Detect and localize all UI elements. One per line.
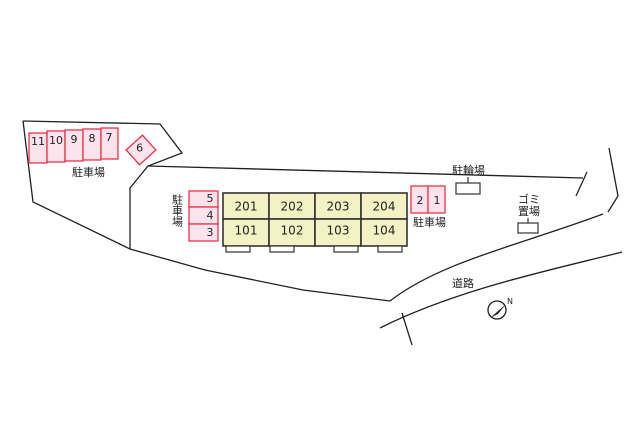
boundary-left-lot [22, 120, 391, 302]
unit-103: 103 [314, 218, 362, 247]
unit-203: 203 [314, 192, 362, 220]
parking-space-number: 7 [106, 131, 113, 144]
parking-space-number: 8 [89, 132, 96, 145]
unit-number: 202 [281, 200, 304, 214]
parking-space-9: 9 [64, 129, 84, 162]
bicycle-parking-label: 駐輪場 [452, 163, 485, 177]
parking-space-6: 6 [125, 134, 157, 166]
parking-space-2: 2 [410, 185, 429, 214]
parking-space-number: 9 [71, 133, 78, 146]
unit-number: 201 [235, 200, 258, 214]
unit-number: 203 [327, 200, 350, 214]
parking-label-north: 駐車場 [72, 165, 105, 179]
parking-north: 11 10 9 8 7 6 駐車場 [28, 127, 157, 179]
road-edge-lower [379, 251, 623, 329]
parking-space-number: 5 [207, 192, 214, 205]
unit-number: 101 [235, 224, 258, 238]
parking-label-right: 駐車場 [413, 215, 446, 229]
road-label: 道路 [452, 276, 474, 290]
road-edge-upper [389, 213, 604, 302]
garbage-label-line1: ゴミ [518, 192, 540, 206]
bicycle-parking-shed [455, 182, 481, 195]
parking-space-number: 1 [434, 194, 441, 207]
parking-space-4: 4 [188, 206, 219, 225]
unit-101: 101 [222, 218, 270, 247]
north-label: N [507, 297, 513, 306]
parking-space-number: 11 [31, 135, 45, 148]
unit-number: 104 [373, 224, 396, 238]
boundary-right-notch [575, 171, 588, 197]
garbage-box [517, 222, 539, 234]
unit-104: 104 [360, 218, 408, 247]
boundary-right [607, 147, 619, 213]
parking-space-11: 11 [28, 132, 48, 164]
unit-number: 102 [281, 224, 304, 238]
road: 道路 [379, 213, 623, 346]
unit-102: 102 [268, 218, 316, 247]
unit-number: 103 [327, 224, 350, 238]
garbage-label-line2: 置場 [518, 205, 540, 218]
parking-space-1: 1 [427, 185, 446, 214]
garbage-area: ゴミ 置場 [517, 192, 540, 234]
parking-space-7: 7 [100, 127, 119, 160]
entrance-steps [225, 245, 403, 253]
parking-space-10: 10 [46, 130, 66, 163]
parking-space-3: 3 [188, 223, 219, 242]
parking-left: 5 4 3 駐車場 [171, 190, 219, 242]
bicycle-parking: 駐輪場 [452, 163, 485, 195]
unit-202: 202 [268, 192, 316, 220]
parking-space-number: 3 [207, 226, 214, 239]
boundary-lot-bottom [22, 120, 131, 250]
parking-right: 2 1 駐車場 [410, 185, 446, 229]
boundary-top [147, 165, 584, 179]
parking-space-number: 4 [207, 209, 214, 222]
unit-201: 201 [222, 192, 270, 220]
parking-space-5: 5 [188, 190, 219, 208]
site-boundary [22, 120, 619, 302]
unit-204: 204 [360, 192, 408, 220]
parking-space-8: 8 [82, 128, 102, 161]
parking-space-number: 10 [49, 134, 63, 147]
parking-space-number: 2 [417, 194, 424, 207]
building: 201 202 203 204 101 102 103 104 [222, 192, 408, 253]
parking-label-left: 駐車場 [171, 193, 184, 228]
road-edge-vertical [401, 312, 413, 346]
parking-space-number: 6 [136, 142, 143, 155]
unit-number: 204 [373, 200, 396, 214]
compass-icon: N [487, 297, 513, 320]
